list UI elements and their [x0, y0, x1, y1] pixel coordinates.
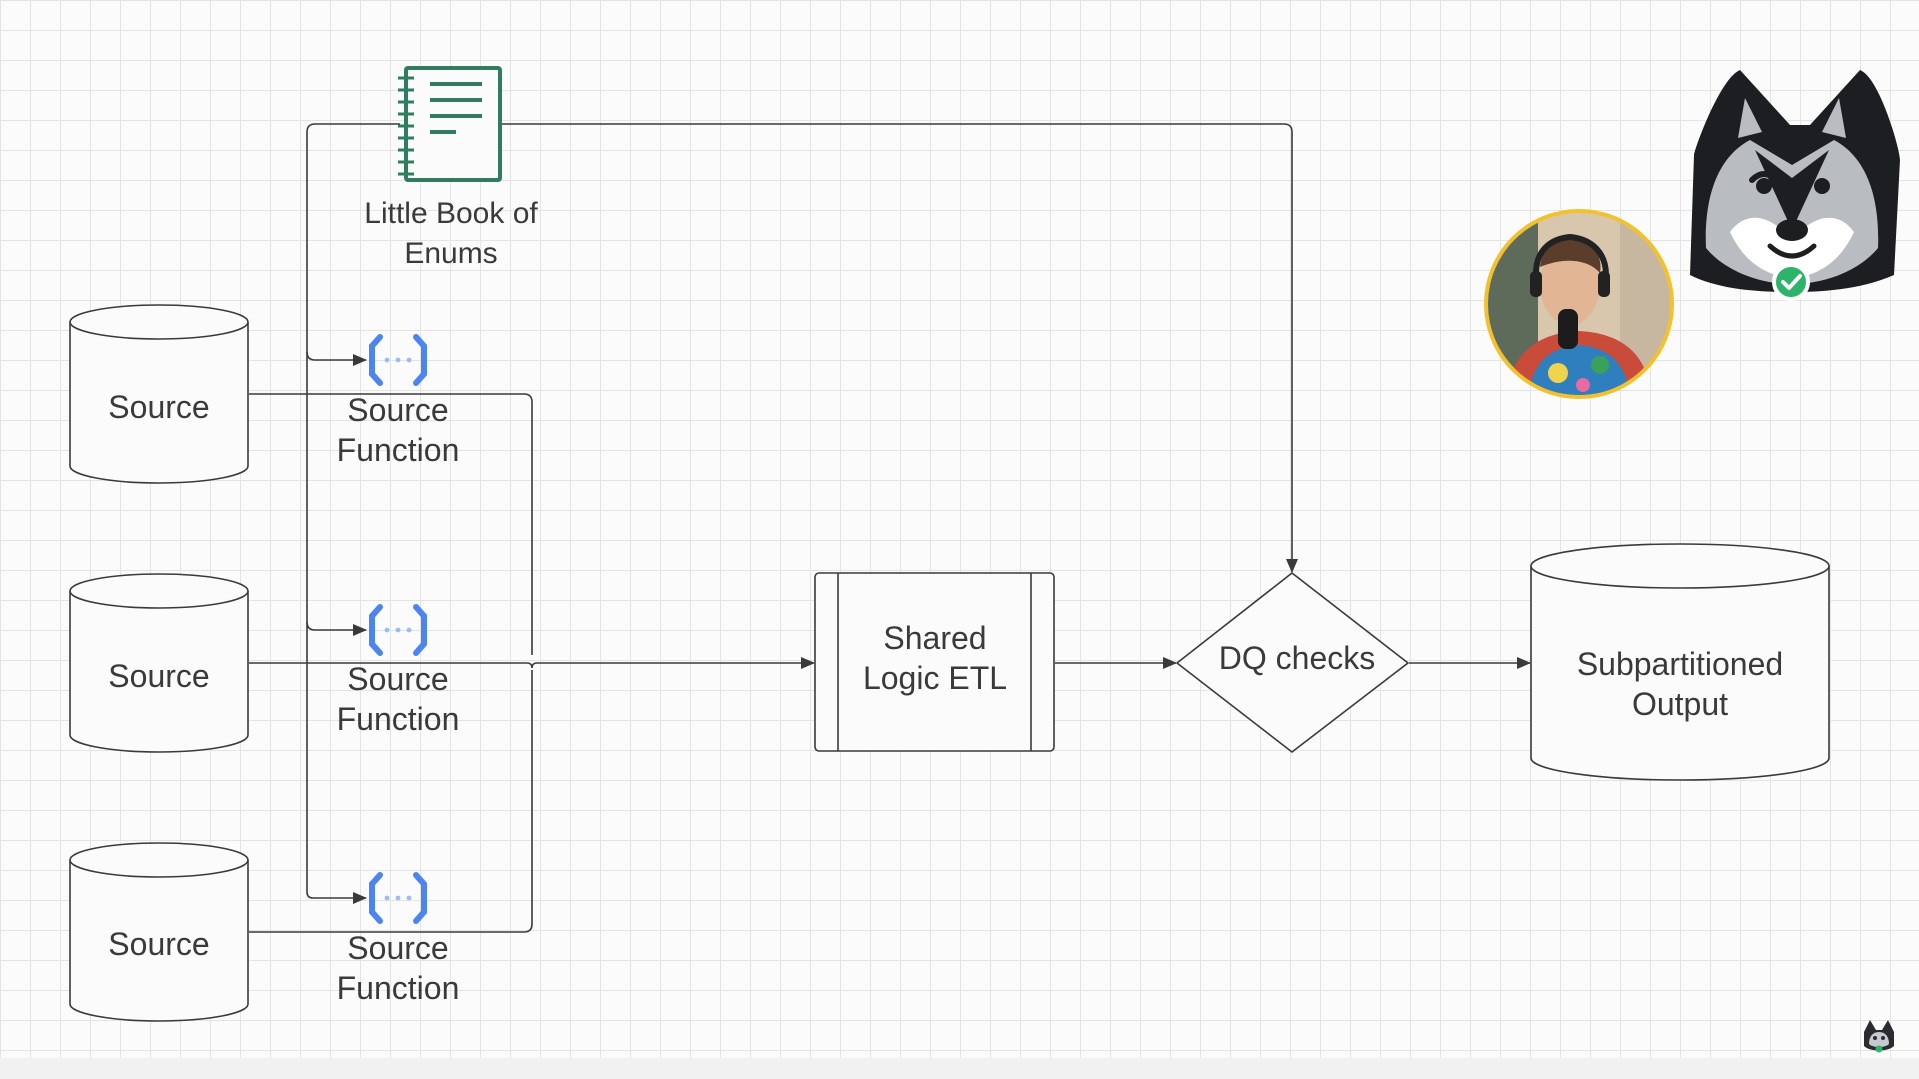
presenter-silhouette: [1488, 213, 1670, 395]
function-label-line-2: Function: [337, 432, 460, 468]
source-cylinder-top: [69, 304, 249, 340]
output-cylinder-top: [1530, 543, 1830, 589]
source-node-1[interactable]: Source: [69, 304, 249, 484]
connector-trunk-function-2: [306, 621, 367, 636]
presenter-avatar: [1484, 209, 1674, 399]
bottom-bar: [0, 1058, 1919, 1079]
book-label-line-2: Enums: [404, 237, 497, 270]
function-label-line-1: Source: [347, 392, 448, 428]
function-node-1[interactable]: Source Function: [337, 334, 460, 468]
notebook-icon: [398, 66, 502, 182]
output-cylinder-body: [1530, 566, 1830, 781]
connector-source-1: [249, 393, 533, 655]
check-badge-icon: [1772, 263, 1810, 301]
source-cylinder-top: [69, 573, 249, 609]
dq-diamond: [1176, 572, 1409, 753]
etl-box: [814, 572, 1055, 752]
function-label-line-2: Function: [337, 970, 460, 1006]
source-cylinder-body: [69, 322, 249, 484]
cloud-function-icon: [369, 872, 427, 924]
dq-node[interactable]: DQ checks: [1176, 572, 1409, 753]
connector-book-dq: [502, 123, 1298, 573]
connector-book-trunk: [306, 123, 400, 899]
function-node-2[interactable]: Source Function: [337, 604, 460, 737]
book-node[interactable]: Little Book of Enums: [364, 66, 538, 270]
source-label: Source: [108, 926, 209, 962]
output-node[interactable]: Subpartitioned Output: [1530, 543, 1830, 781]
husky-watermark-icon: [1864, 1020, 1894, 1053]
connector-source-2-etl: [249, 657, 815, 669]
connector-trunk-function-1: [306, 351, 367, 366]
cloud-function-icon: [369, 604, 427, 656]
function-node-3[interactable]: Source Function: [337, 872, 460, 1006]
cloud-function-icon: [369, 334, 427, 386]
connectors: [249, 123, 1531, 933]
function-label-line-1: Source: [347, 930, 448, 966]
etl-label-line-2: Logic ETL: [863, 660, 1007, 696]
book-label-line-1: Little Book of: [364, 197, 538, 230]
output-label-line-2: Output: [1632, 686, 1728, 722]
dq-label: DQ checks: [1219, 640, 1375, 676]
function-label-line-2: Function: [337, 701, 460, 737]
source-cylinder-top: [69, 842, 249, 878]
function-label-line-1: Source: [347, 661, 448, 697]
source-cylinder-body: [69, 860, 249, 1022]
etl-node[interactable]: Shared Logic ETL: [814, 572, 1055, 752]
connector-source-3: [249, 670, 533, 933]
source-node-3[interactable]: Source: [69, 842, 249, 1022]
source-cylinder-body: [69, 591, 249, 753]
source-label: Source: [108, 658, 209, 694]
etl-label-line-1: Shared: [883, 620, 986, 656]
source-label: Source: [108, 389, 209, 425]
source-node-2[interactable]: Source: [69, 573, 249, 753]
husky-logo-icon: [1690, 70, 1900, 292]
output-label-line-1: Subpartitioned: [1577, 646, 1783, 682]
